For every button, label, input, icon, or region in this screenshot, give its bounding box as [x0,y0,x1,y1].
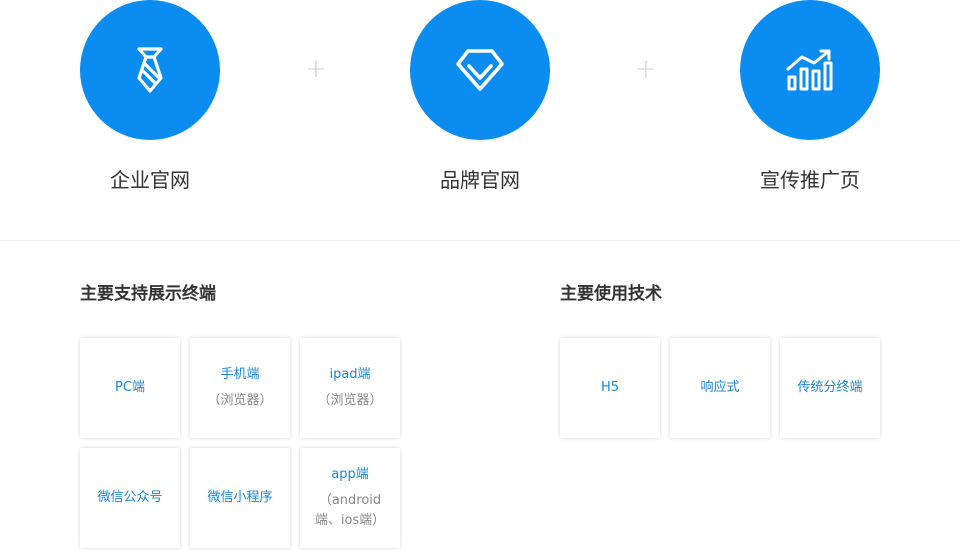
feature-row: 企业官网 + 品牌官网 + [0,0,960,240]
section-title: 主要支持展示终端 [80,284,216,304]
terminals-section: 主要支持展示终端 PC端 手机端 （浏览器） ipad端 （浏览器） 微信公众号… [80,282,400,548]
feature-label: 宣传推广页 [760,168,860,192]
card-label: H5 [600,380,620,395]
tech-card-h5[interactable]: H5 [560,338,660,438]
feature-enterprise-site[interactable]: 企业官网 [70,0,230,194]
feature-circle [80,0,220,140]
plus-icon: + [305,54,327,84]
terminal-card-pc[interactable]: PC端 [80,338,180,438]
card-label: 微信公众号 [97,490,163,505]
card-label: 传统分终端 [797,380,863,395]
tech-section: 主要使用技术 H5 响应式 传统分终端 [560,282,880,438]
card-label: 手机端 [220,367,260,382]
tie-icon [137,47,163,93]
card-label: 响应式 [700,380,740,395]
diamond-icon [456,49,504,91]
card-sublabel: （android端、ios端） [314,493,386,528]
card-label: app端 [331,467,369,482]
feature-label: 企业官网 [110,168,190,192]
plus-icon: + [635,54,657,84]
card-label: PC端 [115,380,145,395]
terminal-card-mobile[interactable]: 手机端 （浏览器） [190,338,290,438]
growth-chart-icon [786,49,833,91]
terminal-card-ipad[interactable]: ipad端 （浏览器） [300,338,400,438]
feature-circle [740,0,880,140]
tech-card-traditional[interactable]: 传统分终端 [780,338,880,438]
feature-promo-page[interactable]: 宣传推广页 [730,0,890,194]
card-sublabel: （浏览器） [207,393,273,408]
card-label: 微信小程序 [207,490,273,505]
feature-label: 品牌官网 [440,168,520,192]
feature-brand-site[interactable]: 品牌官网 [400,0,560,194]
terminal-card-wechat-official[interactable]: 微信公众号 [80,448,180,548]
terminal-card-mini-program[interactable]: 微信小程序 [190,448,290,548]
section-title: 主要使用技术 [560,284,662,304]
divider [0,240,960,241]
tech-card-responsive[interactable]: 响应式 [670,338,770,438]
card-label: ipad端 [329,367,371,382]
terminal-card-app[interactable]: app端 （android端、ios端） [300,448,400,548]
card-sublabel: （浏览器） [317,393,383,408]
feature-circle [410,0,550,140]
